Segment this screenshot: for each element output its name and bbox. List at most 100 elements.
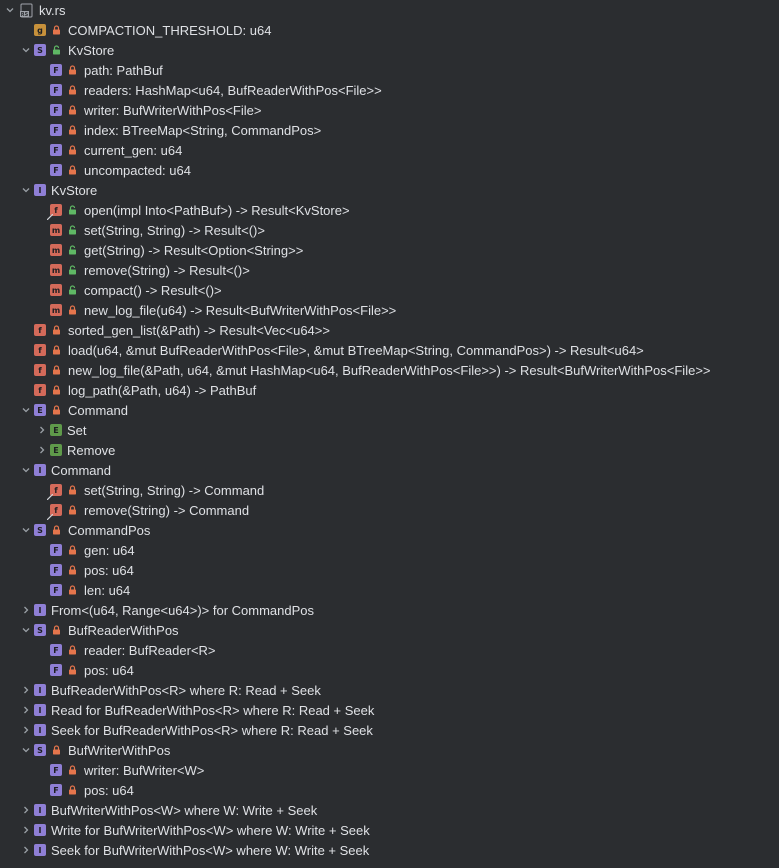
chevron-right-icon[interactable] <box>18 720 34 740</box>
chevron-right-icon[interactable] <box>18 680 34 700</box>
tree-item-label: BufWriterWithPos <box>68 742 171 758</box>
unlocked-icon <box>65 223 79 237</box>
lock-icon <box>49 323 63 337</box>
chevron-right-icon[interactable] <box>18 700 34 720</box>
tree-item-label: reader: BufReader<R> <box>84 642 216 658</box>
tree-item-label: gen: u64 <box>84 542 135 558</box>
chevron-right-icon[interactable] <box>34 440 50 460</box>
lock-icon <box>65 303 79 317</box>
tree-item-label: set(String, String) -> Result<()> <box>84 222 265 238</box>
struct-icon: S <box>34 624 46 636</box>
tree-item-label: log_path(&Path, u64) -> PathBuf <box>68 382 257 398</box>
chevron-down-icon[interactable] <box>18 520 34 540</box>
tree-indent <box>34 140 50 160</box>
chevron-right-icon[interactable] <box>34 420 50 440</box>
chevron-down-icon[interactable] <box>18 460 34 480</box>
tree-item[interactable]: f log_path(&Path, u64) -> PathBuf <box>0 380 779 400</box>
lock-icon <box>65 763 79 777</box>
field-icon: F <box>50 144 62 156</box>
chevron-down-icon[interactable] <box>18 620 34 640</box>
tree-indent <box>34 280 50 300</box>
tree-item-label: len: u64 <box>84 582 131 598</box>
unlocked-icon <box>49 43 63 57</box>
tree-indent <box>34 660 50 680</box>
chevron-right-icon[interactable] <box>18 600 34 620</box>
tree-item-label: remove(String) -> Result<()> <box>84 262 250 278</box>
chevron-down-icon[interactable] <box>18 400 34 420</box>
tree-indent <box>18 380 34 400</box>
tree-item-label: path: PathBuf <box>84 62 163 78</box>
lock-icon <box>49 523 63 537</box>
function-icon: f <box>46 484 62 501</box>
chevron-down-icon[interactable] <box>2 0 18 20</box>
tree-item-label: pos: u64 <box>84 662 134 678</box>
chevron-right-icon[interactable] <box>18 840 34 860</box>
file-node[interactable]: RS kv.rs <box>0 0 779 20</box>
tree-indent <box>34 80 50 100</box>
chevron-down-icon[interactable] <box>18 740 34 760</box>
chevron-right-icon[interactable] <box>18 820 34 840</box>
tree-item-label: Remove <box>67 442 116 458</box>
tree-indent <box>34 60 50 80</box>
function-icon: f <box>34 384 46 396</box>
impl-icon: I <box>34 824 46 836</box>
lock-icon <box>49 23 63 37</box>
impl-icon: I <box>34 844 46 856</box>
tree-item-label: pos: u64 <box>84 782 134 798</box>
impl-icon: I <box>34 804 46 816</box>
tree-item-label: Command <box>51 462 111 478</box>
field-icon: F <box>50 764 62 776</box>
chevron-down-icon[interactable] <box>18 40 34 60</box>
lock-icon <box>49 623 63 637</box>
tree-item-label: new_log_file(u64) -> Result<BufWriterWit… <box>84 302 397 318</box>
field-icon: F <box>50 84 62 96</box>
impl-icon: I <box>34 184 46 196</box>
chevron-right-icon[interactable] <box>18 800 34 820</box>
unlocked-icon <box>65 243 79 257</box>
lock-icon <box>49 403 63 417</box>
tree-indent <box>34 240 50 260</box>
chevron-down-icon[interactable] <box>18 180 34 200</box>
